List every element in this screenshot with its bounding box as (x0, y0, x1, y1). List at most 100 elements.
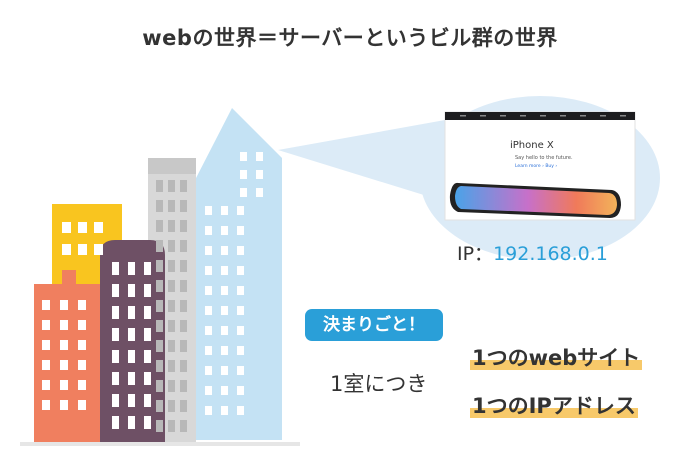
window-gray (156, 220, 163, 232)
window-yellow (78, 244, 87, 255)
website-screen (444, 111, 636, 221)
building-orange (34, 270, 102, 444)
window-orange (60, 360, 68, 370)
window-gray (180, 200, 187, 212)
window-blue (205, 246, 212, 255)
window-gray (168, 360, 175, 372)
window-gray (180, 240, 187, 252)
window-blue (221, 386, 228, 395)
window-blue (221, 206, 228, 215)
window-blue (221, 406, 228, 415)
window-blue (237, 306, 244, 315)
window-orange (60, 340, 68, 350)
window-orange (78, 360, 86, 370)
window-orange (42, 340, 50, 350)
window-gray (168, 240, 175, 252)
window-purple (112, 416, 119, 429)
window-purple (144, 262, 151, 275)
window-gray (180, 340, 187, 352)
ip-address-line: IP：192.168.0.1 (457, 239, 608, 266)
window-gray (156, 360, 163, 372)
window-blue (237, 206, 244, 215)
window-yellow (94, 222, 103, 233)
window-purple (144, 284, 151, 297)
window-purple (112, 394, 119, 407)
window-blue (205, 346, 212, 355)
window-blue (237, 386, 244, 395)
window-blue (221, 266, 228, 275)
window-orange (78, 340, 86, 350)
window-blue (237, 406, 244, 415)
window-blue (221, 366, 228, 375)
window-orange (42, 380, 50, 390)
window-purple (144, 416, 151, 429)
window-blue (237, 246, 244, 255)
ip-label: IP： (457, 243, 494, 265)
window-gray (168, 180, 175, 192)
window-blue (205, 206, 212, 215)
building-windows (42, 152, 263, 432)
per-room-text: 1室につき (330, 372, 428, 396)
window-gray (180, 180, 187, 192)
window-gray (156, 320, 163, 332)
window-blue (205, 406, 212, 415)
window-blue (237, 226, 244, 235)
window-blue (221, 326, 228, 335)
window-purple (144, 328, 151, 341)
window-blue (237, 366, 244, 375)
screen-subtitle: Say hello to the future. (515, 155, 573, 161)
window-blue (240, 188, 247, 197)
rule-item-ip: 1つのIPアドレス (470, 390, 638, 420)
window-yellow (94, 244, 103, 255)
window-gray (180, 360, 187, 372)
window-blue (205, 326, 212, 335)
window-purple (128, 416, 135, 429)
window-gray (156, 280, 163, 292)
window-purple (128, 306, 135, 319)
window-gray (156, 180, 163, 192)
window-gray (180, 280, 187, 292)
window-orange (78, 320, 86, 330)
window-blue (237, 326, 244, 335)
window-gray (168, 260, 175, 272)
window-purple (128, 284, 135, 297)
window-blue (256, 188, 263, 197)
window-blue (237, 346, 244, 355)
window-purple (112, 372, 119, 385)
window-orange (42, 320, 50, 330)
window-blue (205, 306, 212, 315)
window-gray (156, 420, 163, 432)
window-purple (128, 372, 135, 385)
window-gray (180, 320, 187, 332)
window-gray (156, 380, 163, 392)
window-blue (205, 226, 212, 235)
window-purple (144, 372, 151, 385)
window-blue (240, 152, 247, 161)
window-gray (168, 400, 175, 412)
window-orange (42, 300, 50, 310)
window-gray (168, 280, 175, 292)
window-orange (78, 300, 86, 310)
window-blue (221, 246, 228, 255)
rule-badge: 決まりごと！ (305, 309, 443, 341)
window-gray (156, 200, 163, 212)
window-blue (240, 170, 247, 179)
window-gray (180, 380, 187, 392)
window-gray (168, 320, 175, 332)
screen-links: Learn more › Buy › (515, 164, 558, 169)
window-blue (256, 152, 263, 161)
screen-product-title: iPhone X (510, 140, 554, 151)
window-gray (168, 200, 175, 212)
window-purple (112, 350, 119, 363)
window-gray (168, 220, 175, 232)
window-yellow (78, 222, 87, 233)
ip-value: 192.168.0.1 (493, 243, 608, 265)
window-orange (42, 400, 50, 410)
window-purple (112, 306, 119, 319)
rule-item-ip-text: 1つのIPアドレス (470, 394, 638, 418)
window-blue (205, 266, 212, 275)
window-blue (221, 346, 228, 355)
window-gray (156, 260, 163, 272)
window-blue (256, 170, 263, 179)
window-purple (128, 328, 135, 341)
